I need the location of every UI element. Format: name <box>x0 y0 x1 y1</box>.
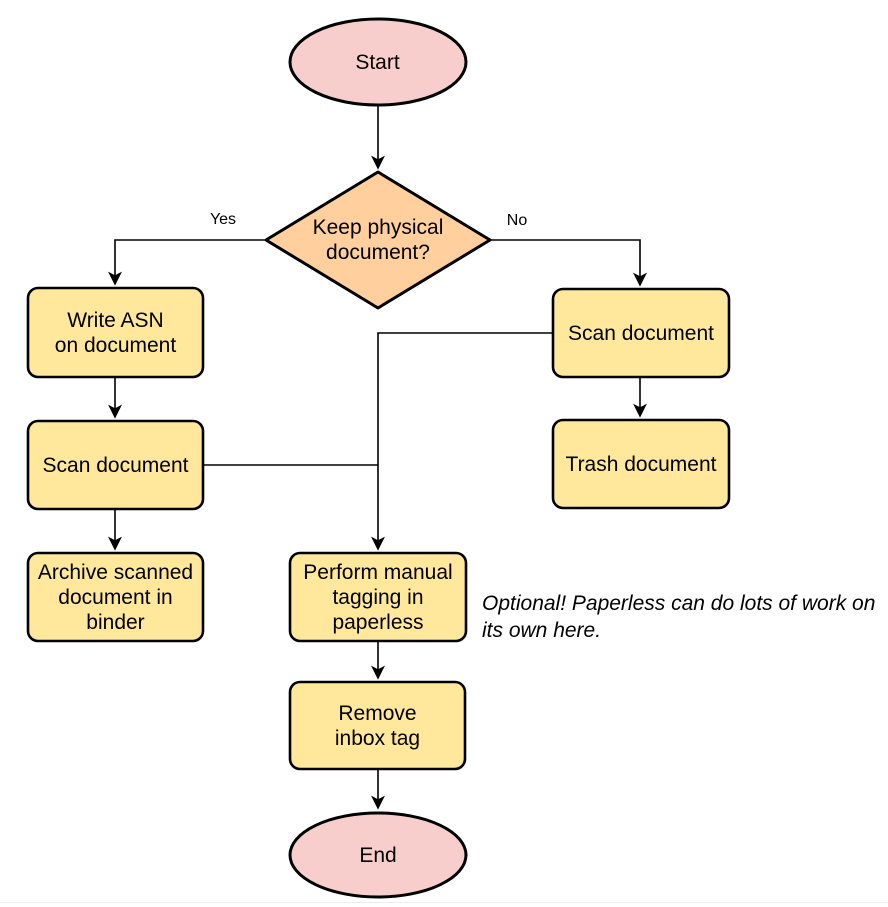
edge-label-no: No <box>506 212 528 229</box>
edge-scan-right-to-tagging <box>371 332 553 551</box>
edge-decision-no-to-scan-right <box>490 239 647 287</box>
trash-shape <box>551 418 731 510</box>
bottom-divider-line <box>0 902 888 903</box>
write-asn-shape <box>26 286 205 379</box>
archive-shape <box>26 551 205 643</box>
scan-right-shape <box>551 287 731 379</box>
start-terminator-shape <box>288 17 468 107</box>
optional-note: Optional! Paperless can do lots of work … <box>482 592 876 642</box>
tagging-shape <box>288 551 468 643</box>
scan-left-shape <box>26 419 205 511</box>
edge-label-yes: Yes <box>209 211 237 228</box>
decision-diamond-shape <box>264 170 492 310</box>
end-terminator-shape <box>288 811 468 899</box>
remove-inbox-shape <box>288 680 467 771</box>
edge-decision-yes-to-write-asn <box>108 239 266 286</box>
